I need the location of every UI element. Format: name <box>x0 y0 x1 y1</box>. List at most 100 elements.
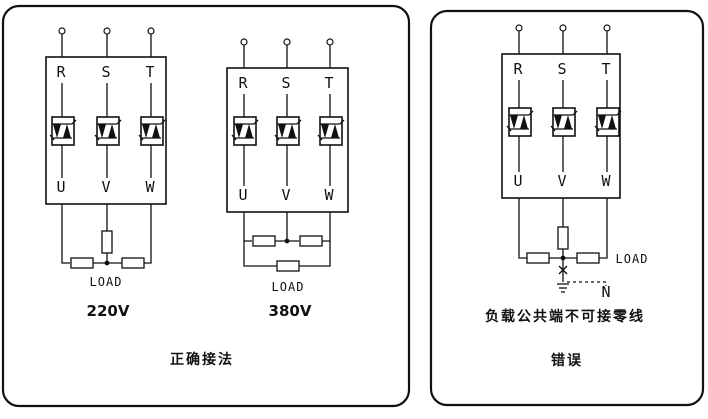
triac-box <box>552 107 576 137</box>
load-label-380: LOAD <box>272 280 305 294</box>
terminal-label-r: R <box>238 74 248 92</box>
terminal-circle <box>515 24 523 32</box>
triac-triangle <box>108 124 116 138</box>
triac-symbol <box>274 119 302 141</box>
triac-gate <box>572 110 578 116</box>
triac-symbol <box>231 119 259 141</box>
triac-triangle <box>321 124 329 138</box>
resistor <box>526 252 550 264</box>
caption-wrong: 错误 <box>551 352 583 369</box>
terminal-label-s: S <box>557 60 566 78</box>
triac-triangle <box>98 124 106 138</box>
terminal-label-u: U <box>56 178 65 196</box>
terminal-circle <box>559 24 567 32</box>
triac-gate <box>317 134 323 141</box>
triac-gate <box>339 119 345 125</box>
triac-gate <box>550 125 556 132</box>
triac-gate <box>274 134 280 141</box>
wire <box>144 204 152 264</box>
triac-triangle <box>564 115 572 129</box>
triac-triangle <box>278 124 286 138</box>
wire <box>61 204 70 264</box>
terminal-label-w: W <box>145 178 155 196</box>
terminal-circle <box>147 27 155 35</box>
triac-gate <box>528 110 534 116</box>
wrong-note: 负载公共端不可接零线 <box>485 308 645 325</box>
resistor <box>252 235 276 247</box>
neutral-label: N <box>601 283 610 301</box>
wire <box>518 198 527 259</box>
terminal-label-t: T <box>145 63 154 81</box>
panel-wrong-border <box>429 9 705 407</box>
triac-gate <box>253 119 259 125</box>
terminal-circle <box>103 27 111 35</box>
wire <box>243 212 252 242</box>
resistor <box>70 257 94 269</box>
triac-gate <box>49 134 55 141</box>
terminal-label-v: V <box>101 178 110 196</box>
triac-gate <box>116 119 122 125</box>
triac-gate <box>296 119 302 125</box>
triac-gate <box>231 134 237 141</box>
terminal-label-v: V <box>281 186 290 204</box>
terminal-label-r: R <box>513 60 523 78</box>
triac-symbol <box>94 119 122 141</box>
wire <box>599 198 608 259</box>
triac-triangle <box>331 124 339 138</box>
triac-box <box>140 116 164 146</box>
triac-gate <box>594 125 600 132</box>
triac-symbol <box>49 119 77 141</box>
triac-triangle <box>63 124 71 138</box>
triac-box <box>96 116 120 146</box>
triac-symbol <box>506 110 534 132</box>
terminal-circle <box>240 38 248 46</box>
module-box <box>501 53 621 199</box>
resistor <box>557 226 569 250</box>
triac-triangle <box>245 124 253 138</box>
wire <box>322 212 331 242</box>
triac-triangle <box>608 115 616 129</box>
triac-triangle <box>53 124 61 138</box>
terminal-label-w: W <box>324 186 334 204</box>
load-label-wrong: LOAD <box>616 252 649 266</box>
terminal-label-s: S <box>281 74 290 92</box>
voltage-label-380: 380V <box>269 302 312 320</box>
wire <box>243 241 277 267</box>
triac-box <box>233 116 257 146</box>
terminal-label-w: W <box>601 172 611 190</box>
triac-box <box>596 107 620 137</box>
terminal-label-t: T <box>601 60 610 78</box>
module-box <box>45 56 167 205</box>
neutral-dashed-wire <box>567 281 607 286</box>
triac-box <box>319 116 343 146</box>
caption-correct: 正确接法 <box>170 351 234 368</box>
triac-symbol <box>594 110 622 132</box>
triac-symbol <box>317 119 345 141</box>
triac-triangle <box>235 124 243 138</box>
terminal-label-r: R <box>56 63 66 81</box>
triac-gate <box>506 125 512 132</box>
terminal-label-s: S <box>101 63 110 81</box>
triac-triangle <box>288 124 296 138</box>
cross-mark <box>558 265 568 275</box>
triac-gate <box>94 134 100 141</box>
triac-symbol <box>550 110 578 132</box>
terminal-label-u: U <box>238 186 247 204</box>
resistor <box>101 230 113 254</box>
triac-triangle <box>520 115 528 129</box>
terminal-circle <box>58 27 66 35</box>
resistor <box>576 252 600 264</box>
load-label-220: LOAD <box>90 275 123 289</box>
triac-gate <box>138 134 144 141</box>
triac-box <box>51 116 75 146</box>
resistor <box>276 260 300 272</box>
panel-correct-border <box>1 4 411 408</box>
terminal-circle <box>326 38 334 46</box>
terminal-label-v: V <box>557 172 566 190</box>
junction-dot <box>104 260 110 266</box>
triac-triangle <box>554 115 562 129</box>
wire <box>299 241 331 267</box>
terminal-label-u: U <box>513 172 522 190</box>
resistor <box>299 235 323 247</box>
